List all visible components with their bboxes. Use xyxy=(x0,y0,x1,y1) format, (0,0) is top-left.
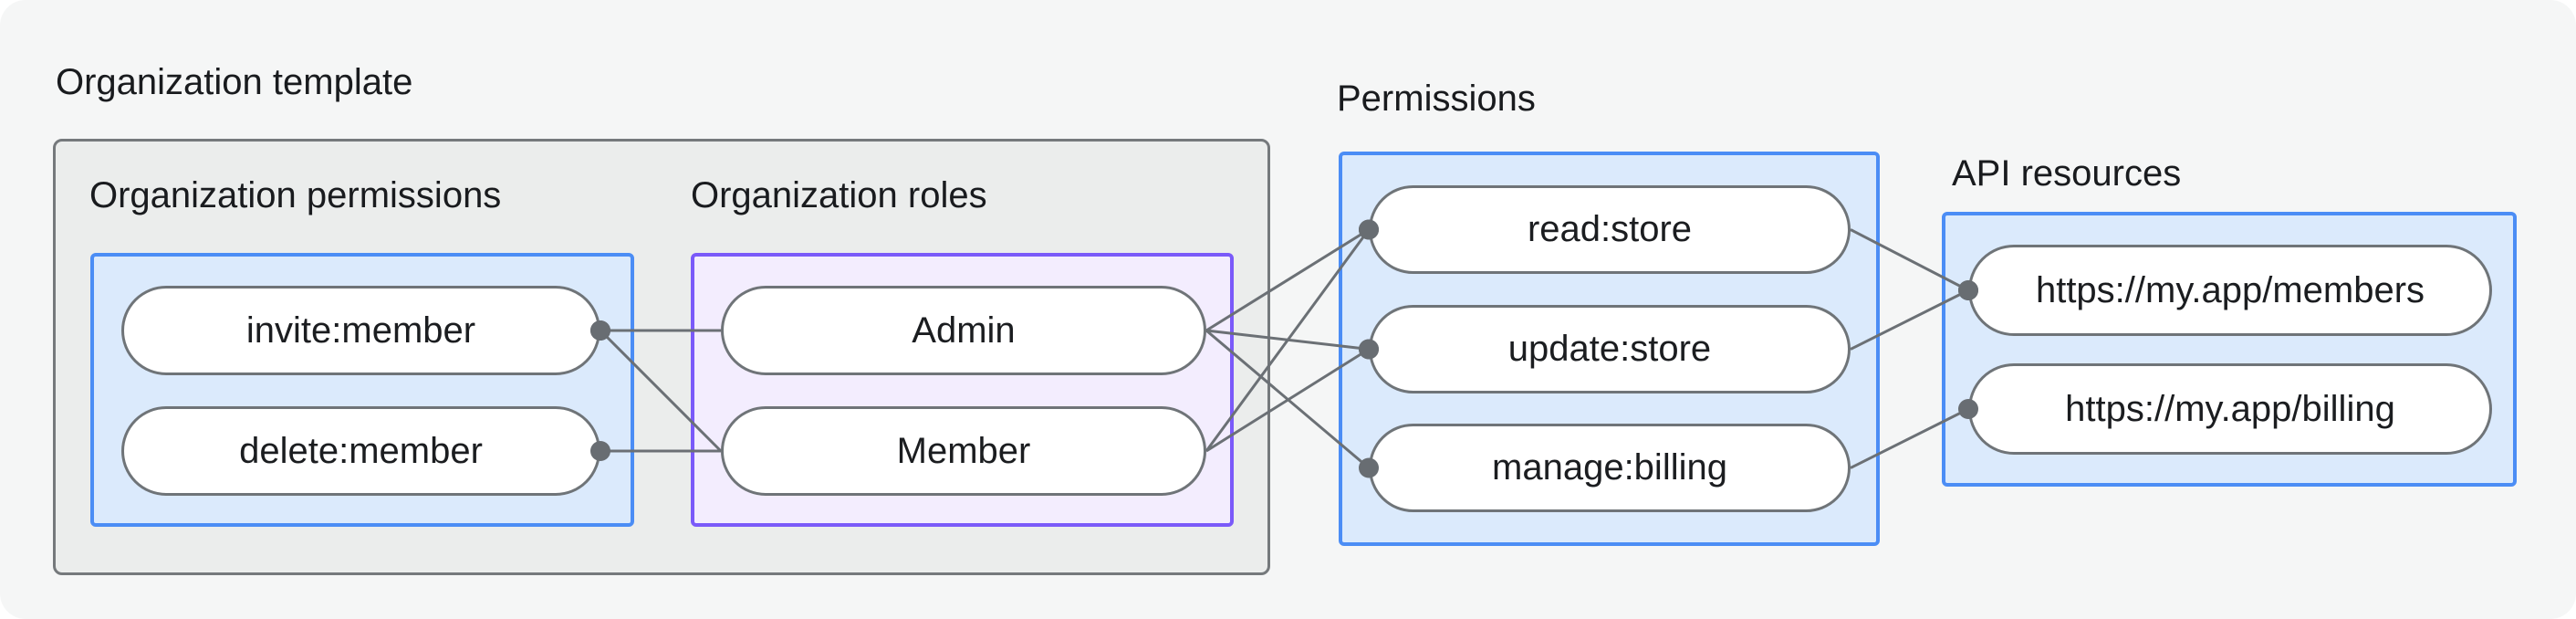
node-read-store: read:store xyxy=(1369,185,1851,274)
api-resources-label: API resources xyxy=(1952,153,2182,194)
node-member-role: Member xyxy=(721,406,1206,496)
node-api-billing-url: https://my.app/billing xyxy=(1968,363,2492,455)
permissions-label: Permissions xyxy=(1337,79,1536,119)
organization-permissions-label: Organization permissions xyxy=(89,175,502,215)
node-invite-member: invite:member xyxy=(121,286,600,375)
node-delete-member: delete:member xyxy=(121,406,600,496)
node-manage-billing: manage:billing xyxy=(1369,424,1851,512)
organization-template-label: Organization template xyxy=(56,62,413,102)
organization-roles-label: Organization roles xyxy=(691,175,987,215)
node-api-members-url: https://my.app/members xyxy=(1968,245,2492,336)
node-admin-role: Admin xyxy=(721,286,1206,375)
node-update-store: update:store xyxy=(1369,305,1851,393)
